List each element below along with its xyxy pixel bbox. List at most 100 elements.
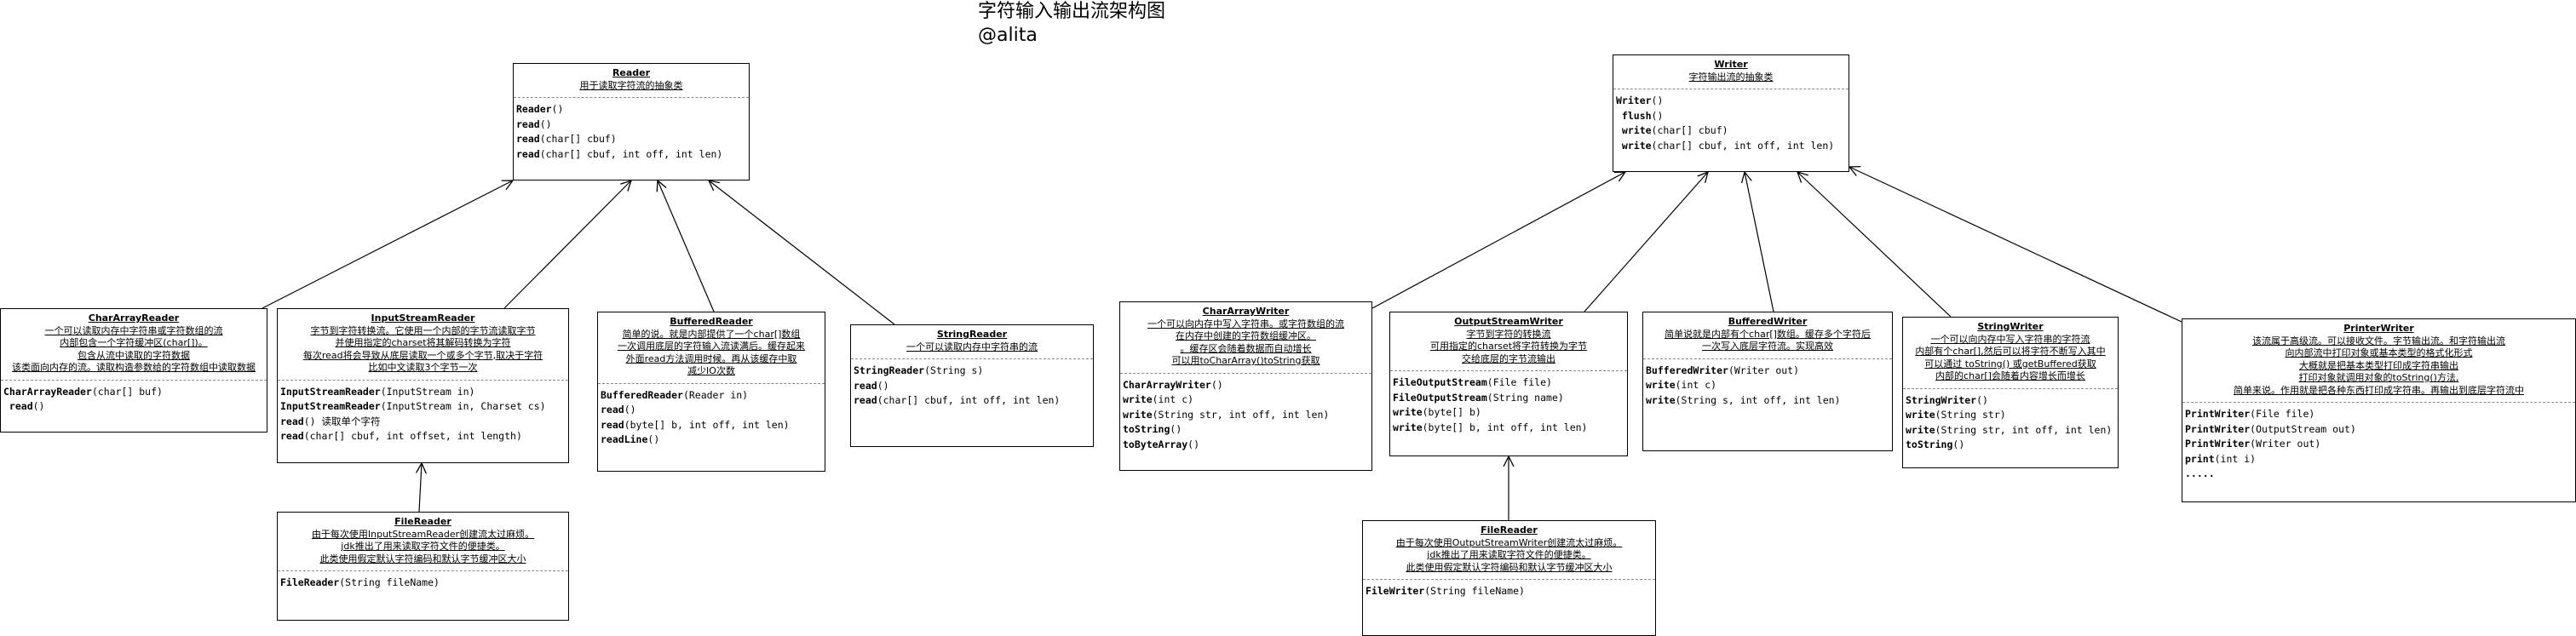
method-args: () bbox=[1651, 95, 1664, 106]
class-description-line: 由于每次使用InputStreamReader创建流太过麻烦。 bbox=[311, 528, 535, 540]
arrow-bufferedReader-to-reader bbox=[658, 180, 715, 312]
method-row: read(char[] cbuf, int off, int len) bbox=[854, 393, 1090, 409]
method-name: PrintWriter bbox=[2185, 422, 2251, 435]
method-name: read bbox=[280, 415, 304, 427]
class-description-line: 在内存中创建的字符数组缓冲区。 bbox=[1176, 330, 1316, 341]
class-description-line: 一次调用底层的字符输入流读满后。缓存起来 bbox=[618, 341, 805, 352]
method-list: StringWriter()write(String str)write(Str… bbox=[1903, 389, 2118, 456]
class-description-line: 每次read将会导致从底层读取一个或多个字节,取决于字符 bbox=[302, 349, 543, 361]
method-name: write bbox=[1646, 379, 1676, 391]
class-description-line: 包含从流中读取的字符数据 bbox=[78, 349, 190, 361]
class-name: StringWriter bbox=[1977, 321, 2044, 332]
method-row: PrintWriter(OutputStream out) bbox=[2185, 422, 2573, 438]
class-description-line: 内部的char[]会随着内容增长而增长 bbox=[1935, 370, 2085, 381]
class-description-line: 。缓存区会随着数据而自动增长 bbox=[1180, 342, 1312, 354]
diagram-title: 字符输入输出流架构图 @alita bbox=[978, 0, 1165, 48]
method-name: CharArrayReader bbox=[3, 385, 92, 398]
class-divider bbox=[2182, 402, 2575, 403]
method-args: (File file) bbox=[1486, 376, 1552, 388]
method-name: write bbox=[1123, 408, 1153, 421]
class-description-line: 减少IO次数 bbox=[687, 365, 735, 376]
class-divider bbox=[514, 97, 749, 98]
class-description-line: 一个可以读取内存中字符串或字符数组的流 bbox=[44, 324, 223, 336]
method-args: (String s, int off, int len) bbox=[1675, 393, 1841, 406]
method-args: () bbox=[624, 404, 636, 415]
method-args: (int i) bbox=[2214, 452, 2257, 465]
method-row: read() bbox=[3, 399, 264, 415]
method-name: BufferedWriter bbox=[1646, 364, 1728, 376]
class-divider bbox=[1643, 358, 1892, 359]
method-args: (char[] cbuf, int off, int len) bbox=[539, 147, 723, 160]
method-name: StringReader bbox=[854, 364, 925, 376]
method-args: (char[] cbuf, int off, int len) bbox=[877, 394, 1061, 406]
method-args: () bbox=[1187, 438, 1200, 450]
arrow-stringReader-to-reader bbox=[709, 180, 895, 325]
method-row: toString() bbox=[1906, 438, 2115, 453]
class-description-line: 一次写入底层字符流。实现高效 bbox=[1702, 341, 1833, 352]
method-args: (Writer out) bbox=[1728, 364, 1800, 376]
class-divider bbox=[1903, 387, 2118, 389]
method-args: (byte[] b) bbox=[1422, 406, 1481, 418]
method-name: FileOutputStream bbox=[1393, 391, 1487, 404]
method-name: PrintWriter bbox=[2185, 408, 2251, 420]
method-row: FileReader(String fileName) bbox=[280, 576, 566, 591]
method-name: read bbox=[854, 379, 877, 392]
method-row: StringWriter() bbox=[1906, 393, 2115, 409]
arrow-outputStreamWriter-to-writer bbox=[1584, 172, 1708, 312]
method-args: (Writer out) bbox=[2250, 438, 2321, 450]
method-name: read bbox=[854, 394, 877, 406]
method-args: () bbox=[539, 117, 552, 130]
class-description-line: 外面read方法调用时候。再从该缓存中取 bbox=[625, 352, 797, 364]
method-args: (String fileName) bbox=[339, 576, 440, 588]
method-name: toString bbox=[1906, 438, 1953, 450]
method-args: (char[] cbuf, int off, int len) bbox=[1651, 139, 1835, 152]
method-args: (String str) bbox=[1935, 409, 2006, 421]
method-row: flush() bbox=[1616, 109, 1846, 124]
method-row: read() bbox=[854, 379, 1090, 394]
class-description-line: 可用指定的charset将字符转换为字节 bbox=[1429, 341, 1588, 352]
method-row: write(String str) bbox=[1906, 408, 2115, 423]
method-args: (char[] cbuf) bbox=[539, 133, 617, 145]
class-name: BufferedWriter bbox=[1728, 316, 1808, 327]
method-name: write bbox=[1393, 421, 1423, 433]
method-name: read bbox=[601, 404, 624, 415]
method-name: write bbox=[1906, 409, 1935, 421]
method-args: () bbox=[1651, 109, 1664, 122]
method-row: write(char[] cbuf) bbox=[1616, 123, 1846, 139]
method-name: CharArrayWriter bbox=[1123, 378, 1211, 391]
method-row: FileWriter(String fileName) bbox=[1366, 584, 1653, 599]
class-name: Reader bbox=[612, 67, 651, 78]
class-description-line: 并使用指定的charset将其解码转换为字符 bbox=[335, 337, 511, 348]
class-description-line: 此类使用假定默认字符编码和默认字节缓冲区大小 bbox=[1406, 561, 1613, 573]
arrow-fileReader-to-inputStreamReader bbox=[419, 463, 422, 513]
arrow-charArrayReader-to-reader bbox=[262, 180, 513, 309]
class-name: FileReader bbox=[394, 516, 451, 527]
method-args: () 读取单个字符 bbox=[303, 415, 381, 427]
class-description-line: 由于每次使用OutputStreamWriter创建流太过麻烦。 bbox=[1395, 536, 1623, 548]
class-description-line: 该类面向内存的流。读取构造参数给的字符数组中读取数据 bbox=[12, 362, 256, 373]
class-description-line: 简单说就是内部有个char[]数组。缓存多个字符后 bbox=[1665, 328, 1871, 340]
arrow-stringWriter-to-writer bbox=[1797, 172, 1952, 318]
class-description-line: 字节到字符转换流。它使用一个内部的字节流读取字节 bbox=[310, 324, 536, 336]
method-args: (byte[] b, int off, int len) bbox=[624, 418, 790, 431]
method-row: read() bbox=[601, 403, 822, 418]
class-divider bbox=[1390, 370, 1627, 371]
method-name: read bbox=[601, 418, 624, 431]
method-name: flush bbox=[1616, 109, 1652, 122]
method-name: read bbox=[516, 117, 540, 130]
method-name: write bbox=[1616, 139, 1652, 152]
method-list: InputStreamReader(InputStream in)InputSt… bbox=[278, 381, 568, 448]
method-list: PrintWriter(File file)PrintWriter(Output… bbox=[2182, 403, 2575, 485]
method-args: (String s) bbox=[924, 364, 984, 376]
method-args: () bbox=[1210, 378, 1223, 391]
